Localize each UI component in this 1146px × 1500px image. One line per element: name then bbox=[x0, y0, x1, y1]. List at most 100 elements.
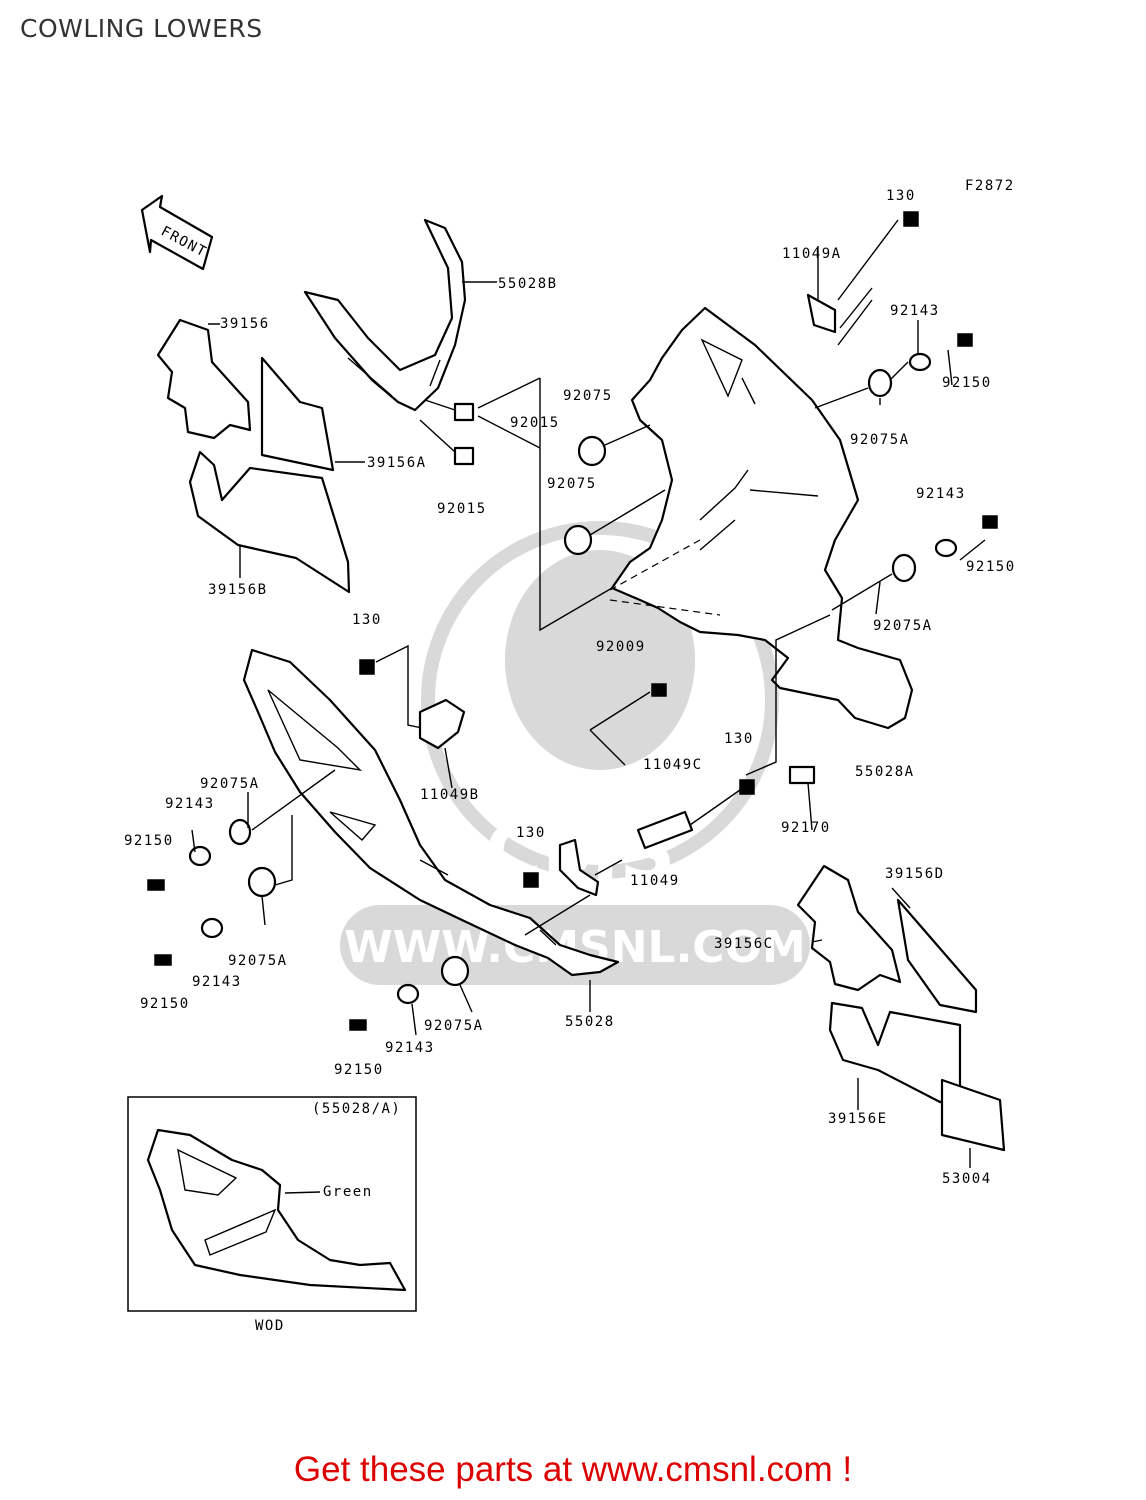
grommet-92075a-a bbox=[867, 368, 893, 398]
callout-14: 39156B bbox=[208, 582, 268, 598]
inset-title: (55028/A) bbox=[312, 1101, 401, 1117]
grommet-92075a-c bbox=[228, 818, 252, 846]
screw-92150-c bbox=[147, 879, 165, 891]
bolt-130-left-leader bbox=[375, 644, 423, 729]
washer-92143-e bbox=[396, 983, 420, 1005]
right-cowl-hidden bbox=[609, 539, 721, 616]
callout-36: 92150 bbox=[334, 1062, 384, 1078]
bolt-130-center-leader bbox=[689, 789, 741, 826]
clips-leaders bbox=[419, 377, 541, 453]
footer-link[interactable]: Get these parts at www.cmsnl.com ! bbox=[293, 1450, 853, 1489]
clip-92015-upper bbox=[453, 402, 475, 422]
callout-15: 130 bbox=[352, 612, 382, 628]
right-upper-hardware bbox=[806, 211, 998, 611]
callout-32: 92143 bbox=[192, 974, 242, 990]
callout-31: 92150 bbox=[140, 996, 190, 1012]
right-cowl-details bbox=[699, 338, 819, 551]
callout-23: 11049C bbox=[643, 757, 703, 773]
callout-leaders bbox=[191, 246, 986, 1168]
panel-39156d bbox=[896, 898, 978, 1014]
callout-1: 11049A bbox=[782, 246, 842, 262]
callout-2: 92143 bbox=[890, 303, 940, 319]
grommet-92075a-d bbox=[247, 866, 277, 898]
bracket-11049a bbox=[806, 293, 837, 334]
grommet-92075a-e bbox=[440, 955, 470, 987]
callout-28: 39156D bbox=[885, 866, 945, 882]
callout-20: 55028A bbox=[855, 764, 915, 780]
part-55028a bbox=[609, 306, 914, 730]
callout-33: 55028 bbox=[565, 1014, 615, 1030]
inset-cowl bbox=[146, 1128, 407, 1292]
callout-22: 92143 bbox=[165, 796, 215, 812]
right-lower-cowl bbox=[610, 306, 914, 730]
inset-box: (55028/A) Green WOD bbox=[127, 1096, 417, 1334]
upper-cowl bbox=[303, 218, 467, 412]
left-inner-panels bbox=[156, 318, 351, 594]
callout-16: 92075A bbox=[873, 618, 933, 634]
screw-92009 bbox=[651, 683, 667, 697]
bracket-11049 bbox=[558, 838, 600, 897]
washer-92143-b bbox=[934, 538, 958, 558]
bolt-130-lower bbox=[523, 872, 539, 888]
inset-note: Green bbox=[323, 1184, 373, 1200]
callout-leader-lines bbox=[191, 246, 986, 1168]
right-upper-leaders bbox=[814, 361, 909, 409]
callout-5: 39156 bbox=[220, 316, 270, 332]
bracket-11049b bbox=[418, 698, 466, 750]
screw-92150-a bbox=[957, 333, 973, 347]
upper-cowl-detail bbox=[347, 357, 441, 397]
page-title: COWLING LOWERS bbox=[20, 14, 263, 43]
callout-13: 92150 bbox=[966, 559, 1016, 575]
front-arrow-shape bbox=[140, 194, 214, 271]
bracket-11049a-leaders bbox=[837, 219, 899, 346]
clips-92015 bbox=[419, 377, 541, 466]
clip-92170-leader bbox=[745, 614, 831, 776]
bracket-11049-leader bbox=[524, 894, 591, 936]
screw-92150-d bbox=[154, 954, 172, 966]
grommet-92075a-b bbox=[891, 553, 917, 583]
callout-38: 53004 bbox=[942, 1171, 992, 1187]
callout-6: 92075 bbox=[563, 388, 613, 404]
callout-7: 92015 bbox=[510, 415, 560, 431]
callout-27: 11049 bbox=[630, 873, 680, 889]
front-arrow: FRONT bbox=[140, 194, 214, 271]
bolt-130-center bbox=[739, 779, 755, 795]
bolt-130-top bbox=[903, 211, 919, 227]
callout-17: 92009 bbox=[596, 639, 646, 655]
callout-21: 92075A bbox=[200, 776, 260, 792]
callout-35: 92143 bbox=[385, 1040, 435, 1056]
right-inner-panels bbox=[796, 864, 1006, 1152]
part-55028b bbox=[303, 218, 467, 412]
clip-92015-lower bbox=[453, 446, 475, 466]
callout-19: 130 bbox=[724, 731, 754, 747]
callout-10: 92075A bbox=[850, 432, 910, 448]
callout-34: 92075A bbox=[424, 1018, 484, 1034]
washer-92143-c bbox=[188, 845, 212, 867]
inset-cowl-details bbox=[177, 1148, 321, 1256]
callout-26: 130 bbox=[516, 825, 546, 841]
washer-92143-a bbox=[908, 352, 932, 372]
center-lower-hardware bbox=[349, 779, 755, 1031]
callout-12: 92143 bbox=[916, 486, 966, 502]
bracket-11049c bbox=[636, 810, 694, 850]
screw-92150-e bbox=[349, 1019, 367, 1031]
left-hardware-leaders bbox=[251, 769, 336, 886]
callout-8: 39156A bbox=[367, 455, 427, 471]
panel-39156 bbox=[156, 318, 252, 440]
panel-39156b bbox=[188, 450, 351, 594]
left-lower-cowl bbox=[242, 648, 620, 977]
callout-3: 92150 bbox=[942, 375, 992, 391]
right-mid-leaders bbox=[831, 573, 893, 611]
figure-code: F2872 bbox=[965, 178, 1015, 194]
grommet-92075-upper bbox=[577, 435, 607, 467]
panel-39156a bbox=[260, 356, 335, 472]
left-cowl-details bbox=[267, 689, 557, 946]
center-hardware bbox=[539, 378, 831, 785]
callouts: 130 11049A 92143 92150 55028B 39156 9207… bbox=[124, 188, 1016, 1187]
callout-24: 92150 bbox=[124, 833, 174, 849]
panel-39156c bbox=[796, 864, 902, 992]
callout-37: 39156E bbox=[828, 1111, 888, 1127]
grommet-92075-lower bbox=[563, 524, 593, 556]
inset-code: WOD bbox=[255, 1318, 285, 1334]
callout-30: 92075A bbox=[228, 953, 288, 969]
